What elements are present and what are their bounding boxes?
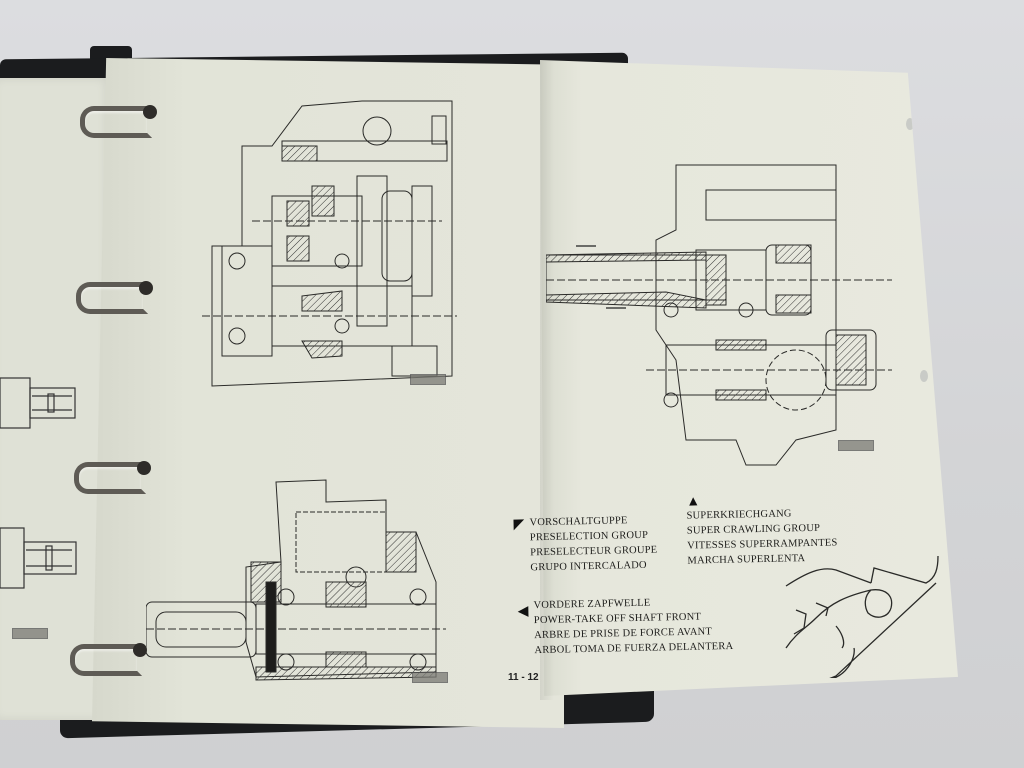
left-page bbox=[92, 58, 564, 728]
spine-shadow bbox=[540, 60, 554, 700]
binder-ring-2 bbox=[76, 281, 153, 314]
caption-preselection-group: ◤ VORSCHALTGUPPE PRESELECTION GROUP PRES… bbox=[513, 513, 657, 576]
super-crawling-gearbox-drawing bbox=[546, 160, 892, 470]
arrow-left-icon: ◀ bbox=[517, 604, 529, 620]
page-number: 11 - 12 bbox=[508, 672, 539, 683]
front-pto-drawing-code bbox=[412, 672, 448, 683]
preselection-drawing-code bbox=[410, 374, 446, 385]
binder-ring-4 bbox=[70, 643, 147, 676]
previous-page-shaft-drawing-2 bbox=[0, 518, 80, 598]
caption-line-es: GRUPO INTERCALADO bbox=[530, 559, 647, 574]
index-notch bbox=[906, 118, 914, 130]
arrow-up-icon: ▲ bbox=[686, 494, 701, 510]
super-crawling-drawing-code bbox=[838, 440, 874, 451]
previous-page-drawing-code bbox=[12, 628, 48, 639]
right-page bbox=[540, 60, 958, 696]
previous-page-shaft-drawing bbox=[0, 368, 80, 438]
binder-ring-1 bbox=[80, 105, 157, 138]
page-turn-hand-illustration bbox=[776, 548, 946, 681]
preselection-gearbox-drawing bbox=[192, 86, 462, 396]
index-notch bbox=[920, 370, 928, 382]
previous-page[interactable] bbox=[0, 78, 112, 720]
binder-ring-3 bbox=[74, 461, 151, 494]
arrow-up-left-icon: ◤ bbox=[513, 517, 525, 533]
caption-power-take-off-front: ◀ VORDERE ZAPFWELLE POWER-TAKE OFF SHAFT… bbox=[518, 594, 734, 658]
front-pto-drawing bbox=[146, 472, 446, 692]
